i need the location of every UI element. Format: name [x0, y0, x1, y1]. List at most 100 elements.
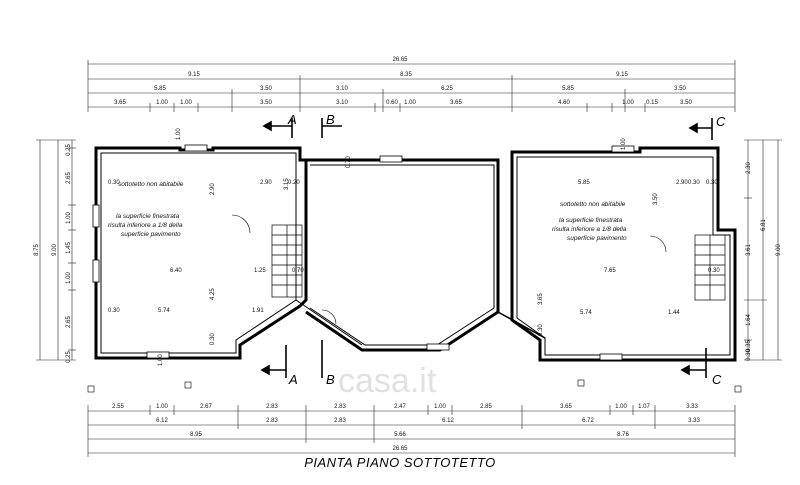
svg-text:1.07: 1.07	[638, 404, 650, 410]
svg-text:2.90: 2.90	[260, 180, 272, 186]
svg-text:1.00: 1.00	[158, 354, 164, 366]
svg-text:1.45: 1.45	[66, 242, 72, 254]
top-dimension-labels: 26.65 9.15 8.35 9.15 5.85 3.50 3.10 6.25…	[114, 57, 692, 106]
svg-text:2.90: 2.90	[210, 183, 216, 195]
svg-text:2.47: 2.47	[394, 404, 406, 410]
svg-text:3.33: 3.33	[688, 418, 700, 424]
bottom-dimension-labels: 2.55 1.00 2.67 2.83 2.83 2.47 1.00 2.85 …	[112, 404, 700, 452]
section-c-bottom: C	[712, 372, 722, 387]
svg-text:3.65: 3.65	[450, 100, 462, 106]
svg-text:2.65: 2.65	[66, 172, 72, 184]
svg-text:1.00: 1.00	[176, 128, 182, 140]
svg-text:3.65: 3.65	[538, 293, 544, 305]
svg-text:8.75: 8.75	[34, 244, 40, 256]
svg-text:1.44: 1.44	[668, 310, 680, 316]
svg-text:4.60: 4.60	[558, 100, 570, 106]
svg-text:5.74: 5.74	[580, 310, 592, 316]
svg-text:6.12: 6.12	[156, 418, 168, 424]
left-dimension-labels: 0.25 2.65 1.00 1.45 1.00 2.65 9.00 8.75 …	[34, 144, 72, 363]
section-a-top: A	[287, 112, 297, 127]
svg-text:0.20: 0.20	[288, 180, 300, 186]
stairs-right	[694, 234, 726, 301]
section-b-bottom: B	[326, 372, 335, 387]
svg-text:1.00: 1.00	[434, 404, 446, 410]
svg-text:5.74: 5.74	[158, 308, 170, 314]
stairs-left	[271, 224, 303, 298]
svg-text:1.00: 1.00	[66, 212, 72, 224]
svg-text:3.50: 3.50	[260, 86, 272, 92]
section-b-top: B	[326, 112, 335, 127]
svg-text:0.30: 0.30	[688, 180, 700, 186]
svg-text:0.70: 0.70	[346, 156, 352, 168]
svg-text:3.33: 3.33	[686, 404, 698, 410]
svg-text:2.67: 2.67	[200, 404, 212, 410]
svg-text:0.30: 0.30	[706, 180, 718, 186]
svg-text:1.00: 1.00	[66, 272, 72, 284]
svg-text:sottotetto non abitabile: sottotetto non abitabile	[118, 181, 184, 188]
section-a-bottom: A	[288, 372, 298, 387]
svg-text:3.50: 3.50	[680, 100, 692, 106]
svg-text:6.12: 6.12	[442, 418, 454, 424]
svg-text:2.83: 2.83	[266, 404, 278, 410]
section-markers	[260, 118, 713, 378]
svg-text:1.00: 1.00	[621, 138, 627, 150]
svg-text:2.85: 2.85	[480, 404, 492, 410]
svg-text:1.64: 1.64	[746, 314, 752, 326]
svg-text:8.76: 8.76	[617, 432, 629, 438]
svg-text:la superficie finestrata: la superficie finestrata	[116, 213, 180, 220]
dim-total-bottom: 26.65	[392, 446, 408, 452]
svg-text:5.85: 5.85	[562, 86, 574, 92]
bottom-dimension-lines	[87, 405, 736, 457]
section-c-top: C	[716, 114, 726, 129]
svg-text:2.83: 2.83	[334, 418, 346, 424]
svg-text:3.10: 3.10	[336, 100, 348, 106]
svg-text:1.25: 1.25	[254, 268, 266, 274]
column-markers	[87, 379, 742, 393]
svg-text:5.85: 5.85	[154, 86, 166, 92]
watermark-logo: casa.it	[338, 362, 437, 400]
svg-text:0.30: 0.30	[108, 308, 120, 314]
svg-text:risulta inferiore a 1/8 della: risulta inferiore a 1/8 della	[108, 222, 183, 229]
windows	[92, 144, 635, 361]
svg-text:1.00: 1.00	[404, 100, 416, 106]
section-labels: A B C A B C	[287, 112, 726, 387]
svg-text:7.65: 7.65	[604, 268, 616, 274]
svg-text:4.25: 4.25	[210, 288, 216, 300]
svg-text:3.50: 3.50	[674, 86, 686, 92]
svg-text:9.00: 9.00	[776, 244, 782, 256]
svg-text:1.00: 1.00	[615, 404, 627, 410]
svg-text:9.00: 9.00	[52, 244, 58, 256]
svg-text:3.50: 3.50	[260, 100, 272, 106]
svg-text:3.61: 3.61	[746, 244, 752, 256]
svg-text:1.00: 1.00	[156, 404, 168, 410]
svg-text:3.10: 3.10	[336, 86, 348, 92]
svg-text:8.95: 8.95	[190, 432, 202, 438]
svg-text:2.90: 2.90	[676, 180, 688, 186]
svg-text:1.00: 1.00	[622, 100, 634, 106]
svg-text:5.66: 5.66	[394, 432, 406, 438]
svg-text:0.70: 0.70	[292, 268, 304, 274]
interior-dimension-labels: 0.30 2.90 0.20 6.40 1.25 0.70 5.74 1.91 …	[108, 128, 720, 366]
svg-text:3.65: 3.65	[114, 100, 126, 106]
room-note-right: sottotetto non abitabile la superficie f…	[552, 201, 627, 242]
svg-text:risulta inferiore a 1/8 della: risulta inferiore a 1/8 della	[552, 226, 627, 233]
drawing-title: PIANTA PIANO SOTTOTETTO	[304, 455, 496, 470]
svg-text:9.15: 9.15	[188, 72, 200, 78]
svg-text:0.30: 0.30	[108, 180, 120, 186]
dim-total-top: 26.65	[392, 57, 408, 63]
room-note-left: sottotetto non abitabile la superficie f…	[108, 181, 184, 238]
svg-text:0.30: 0.30	[538, 324, 544, 336]
svg-text:6.81: 6.81	[761, 219, 767, 231]
svg-text:9.15: 9.15	[616, 72, 628, 78]
left-dimension-lines	[36, 139, 76, 361]
svg-text:0.15: 0.15	[646, 100, 658, 106]
svg-text:0.30: 0.30	[210, 333, 216, 345]
svg-text:2.30: 2.30	[746, 162, 752, 174]
svg-text:8.35: 8.35	[400, 72, 412, 78]
svg-text:1.91: 1.91	[252, 308, 264, 314]
svg-text:superficie pavimento: superficie pavimento	[567, 235, 627, 242]
right-dimension-lines	[744, 139, 782, 361]
svg-text:2.55: 2.55	[112, 404, 124, 410]
svg-text:0.25: 0.25	[66, 144, 72, 156]
